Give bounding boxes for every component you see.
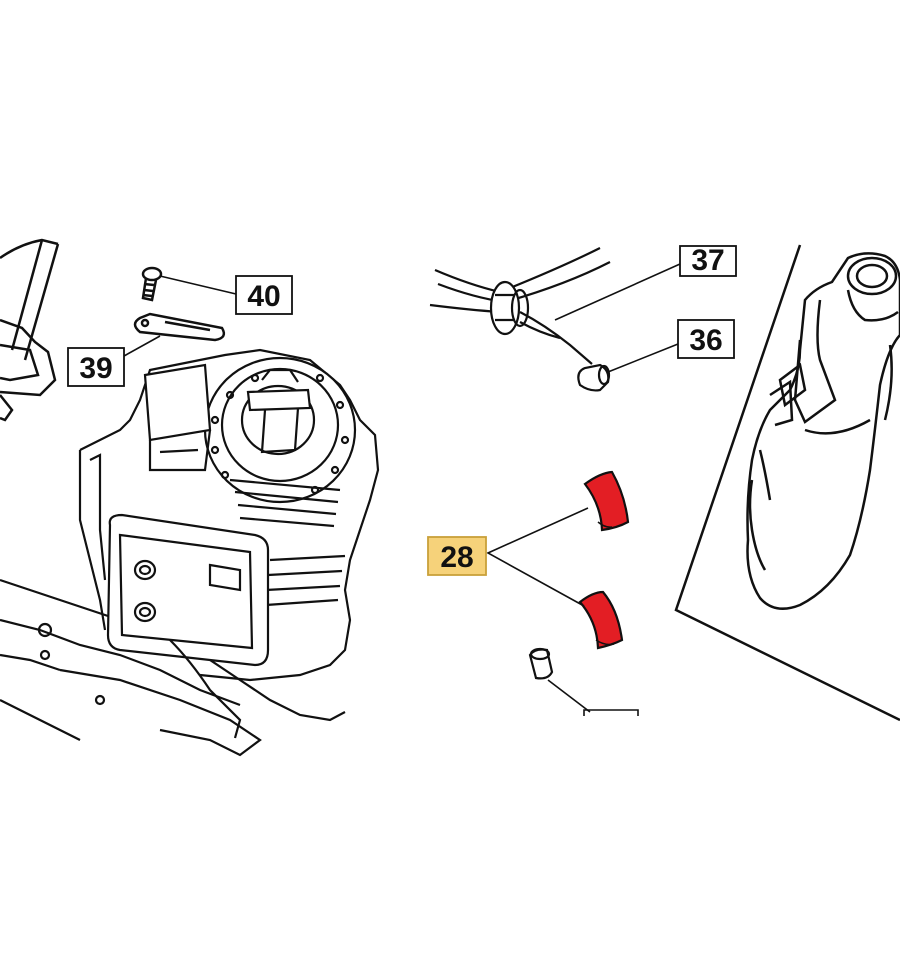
callout-37-label: 37 <box>691 244 724 277</box>
frame-bracket-partial <box>0 238 60 422</box>
fuel-tank-inset <box>674 244 900 722</box>
bushing-part <box>528 647 554 680</box>
callout-39: 39 <box>67 347 125 387</box>
screw-part <box>141 266 163 302</box>
weight-part-lower <box>578 590 624 650</box>
callout-box-partial <box>583 709 639 716</box>
callout-37: 37 <box>679 244 737 277</box>
fuel-filter-part <box>577 363 611 392</box>
leader-line-37 <box>554 263 681 321</box>
fuel-lines-part <box>429 247 611 365</box>
leader-line-bushing <box>547 679 591 713</box>
engine-assembly <box>0 348 380 757</box>
weight-part-upper-body <box>583 470 630 532</box>
callout-36: 36 <box>677 319 735 359</box>
leader-line-39 <box>123 335 161 357</box>
callout-39-label: 39 <box>79 352 112 385</box>
callout-36-label: 36 <box>689 324 722 357</box>
callout-37-box <box>679 245 737 277</box>
leader-line-40 <box>159 275 237 295</box>
callout-28-label: 28 <box>440 541 473 574</box>
weight-part-upper <box>583 470 630 532</box>
weight-part-lower-body <box>578 590 624 650</box>
link-plate-part <box>133 312 226 342</box>
callout-40: 40 <box>235 275 293 315</box>
callout-40-label: 40 <box>247 280 280 313</box>
leader-line-36 <box>607 343 679 373</box>
callout-28: 28 <box>427 536 487 576</box>
callout-39-box <box>67 347 125 387</box>
callout-28-box <box>427 536 487 576</box>
leader-line-28 <box>486 507 589 607</box>
callout-36-box <box>677 319 735 359</box>
callout-40-box <box>235 275 293 315</box>
